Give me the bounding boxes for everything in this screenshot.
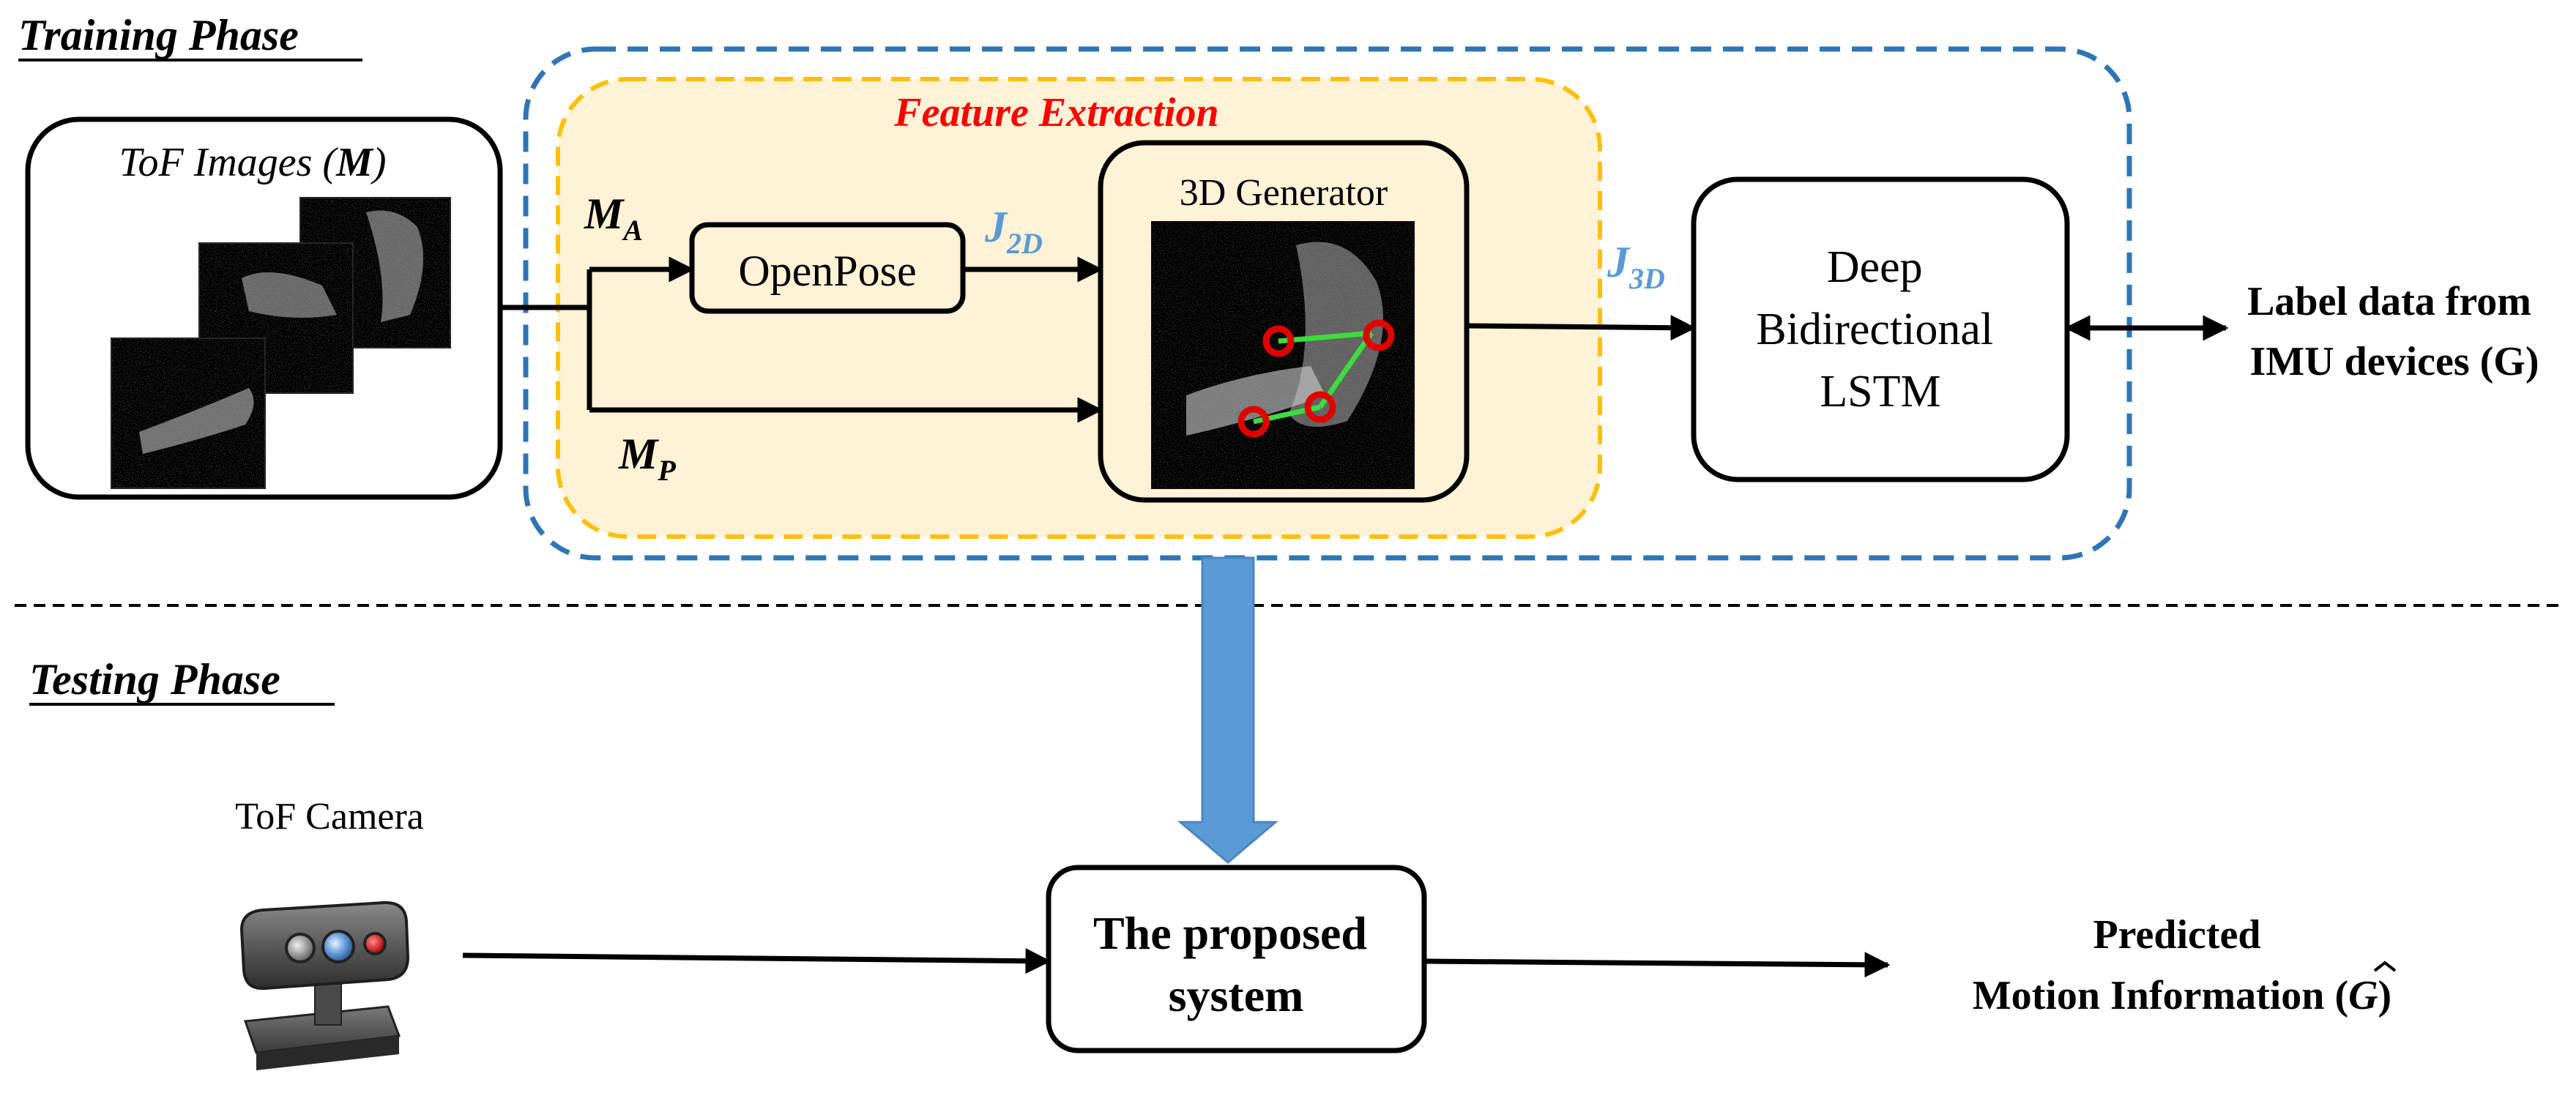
testing-phase-title: Testing Phase: [29, 655, 335, 706]
hat-accent: [2373, 960, 2397, 972]
predicted-output-label: Predicted Motion Information (G): [1973, 912, 2391, 1018]
signal-mp: MP: [618, 430, 676, 487]
arrow-camera-to-system: [462, 948, 1051, 974]
generator-label: 3D Generator: [1180, 172, 1388, 214]
model-container: [523, 46, 2132, 561]
arrow-generator-to-lstm: [1466, 315, 1697, 341]
signal-ma: MA: [584, 190, 643, 247]
connectors: [500, 256, 2229, 423]
tof-camera-label: ToF Camera: [235, 796, 424, 838]
tof-frame-stack: [111, 197, 451, 489]
testing-connectors: [462, 948, 1891, 978]
proposed-system-box: [1046, 865, 1427, 1053]
tof-camera-icon: [239, 900, 410, 1070]
signal-j2d: J2D: [984, 203, 1043, 260]
svg-text:Training Phase: Training Phase: [18, 11, 299, 59]
svg-text:Testing Phase: Testing Phase: [29, 655, 280, 704]
training-phase-title: Training Phase: [18, 11, 362, 61]
lstm-label: Deep Bidirectional LSTM: [1756, 242, 2004, 417]
joint-shoulder: [1262, 325, 1295, 357]
camera-lens-left: [285, 933, 316, 963]
signal-j3d: J3D: [1607, 238, 1665, 295]
arrow-system-to-output: [1423, 952, 1891, 978]
proposed-system-label: The proposed system: [1093, 907, 1379, 1021]
joint-hand: [1237, 406, 1270, 438]
label-data-text: Label data from IMU devices (G): [2247, 279, 2542, 384]
camera-lens-right: [363, 932, 387, 955]
pose-skeleton: [1237, 319, 1395, 438]
joint-elbow: [1363, 319, 1395, 351]
tof-images-label: ToF Images (M): [119, 140, 386, 185]
feature-extraction-label: Feature Extraction: [893, 90, 1218, 135]
openpose-label: OpenPose: [738, 247, 916, 295]
joint-wrist: [1304, 391, 1336, 423]
g-hat-symbol: G: [2348, 973, 2378, 1018]
camera-lens-center: [321, 930, 355, 963]
deploy-arrow: [1177, 556, 1279, 864]
